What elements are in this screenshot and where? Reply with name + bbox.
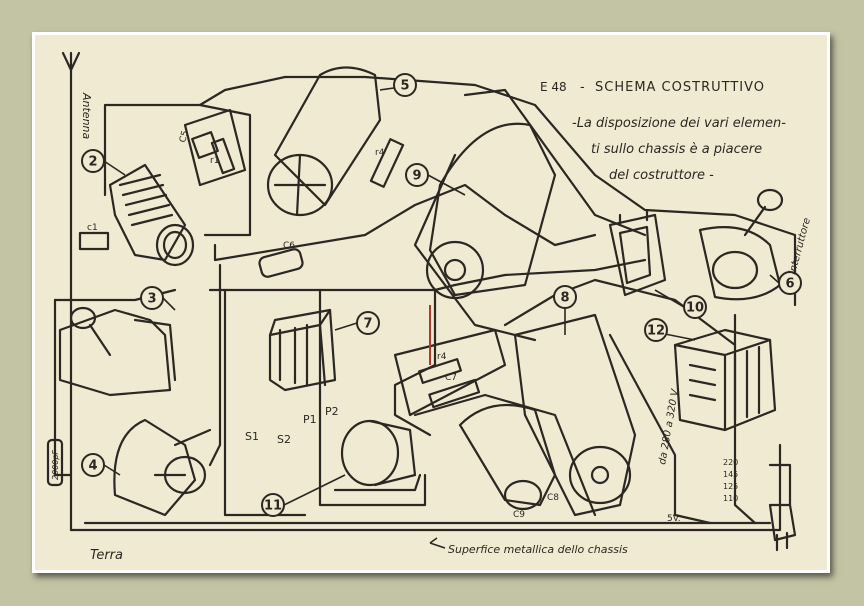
mains-plug bbox=[768, 503, 797, 552]
callout-circle-11 bbox=[261, 493, 285, 517]
callout-circle-6 bbox=[778, 271, 802, 295]
callout-leader-2 bbox=[103, 160, 126, 176]
upper-wire-c bbox=[213, 183, 597, 262]
tube-lower bbox=[458, 403, 557, 511]
callout-number-8: 8 bbox=[560, 291, 569, 306]
capacitor-c1 bbox=[78, 231, 110, 251]
callout-number-6: 6 bbox=[785, 277, 794, 292]
callout-leader-6 bbox=[769, 274, 780, 284]
mid-wire-b bbox=[318, 288, 427, 507]
left-loop bbox=[53, 298, 73, 477]
callout-number-10: 10 bbox=[686, 301, 704, 316]
lower-right-bus bbox=[608, 333, 712, 525]
label-c7: C7 bbox=[445, 373, 457, 383]
label-c8: C8 bbox=[547, 493, 559, 503]
power-transformer-12 bbox=[673, 328, 777, 432]
callout-number-2: 2 bbox=[88, 155, 97, 170]
tube-9 bbox=[425, 122, 557, 300]
capacitor-2000pf bbox=[46, 438, 64, 487]
switch-6 bbox=[698, 188, 784, 301]
callout-circle-12 bbox=[644, 318, 668, 342]
callout-number-3: 3 bbox=[147, 292, 156, 307]
tuning-capacitor-4 bbox=[113, 418, 212, 517]
callout-number-7: 7 bbox=[363, 317, 372, 332]
choke-10 bbox=[608, 208, 667, 297]
label-s1: S1 bbox=[245, 430, 259, 443]
terra-label: Terra bbox=[90, 548, 123, 563]
capacitor-c8 bbox=[258, 248, 304, 278]
callout-leader-3 bbox=[162, 297, 176, 311]
label-c9: C9 bbox=[513, 510, 525, 520]
pf-label: 2000pF bbox=[51, 450, 60, 480]
tube-5 bbox=[266, 66, 382, 217]
callout-leader-9 bbox=[654, 289, 685, 308]
chassis-arrow bbox=[429, 537, 446, 549]
tube-8 bbox=[513, 313, 637, 517]
callout-circle-4 bbox=[81, 453, 105, 477]
callout-circle-9 bbox=[405, 163, 429, 187]
label-s2: S2 bbox=[277, 433, 291, 446]
upper-wire-a bbox=[103, 103, 252, 237]
callout-circle-8 bbox=[553, 285, 577, 309]
header-title: SCHEMA COSTRUTTIVO bbox=[595, 80, 765, 95]
output-transformer-7 bbox=[268, 308, 337, 392]
label-p1: P1 bbox=[303, 413, 317, 426]
callout-number-12: 12 bbox=[647, 324, 665, 339]
callout-number-9: 9 bbox=[412, 169, 421, 184]
label-tap-145: 145 bbox=[723, 470, 738, 479]
label-5v: 5V. bbox=[667, 514, 681, 524]
callout-circle-7 bbox=[356, 311, 380, 335]
callout-circle-10 bbox=[683, 295, 707, 319]
resistor-block-c7 bbox=[393, 328, 507, 417]
upper-wire-e bbox=[208, 263, 222, 467]
photo-frame: 2 3 4 5 6 7 8 9 10 11 12 E 48 - SCHEMA COSTRUTTIVO… bbox=[32, 32, 830, 573]
lower-mid-bus bbox=[413, 393, 597, 517]
label-r4: r4 bbox=[437, 352, 447, 362]
label-tap-125: 125 bbox=[723, 482, 738, 491]
note-line-3: del costruttore - bbox=[609, 168, 714, 183]
coil-2 bbox=[108, 163, 195, 267]
mid-wire-a bbox=[223, 288, 307, 517]
label-tap-220: 220 bbox=[723, 458, 738, 467]
label-tap-110: 110 bbox=[723, 494, 738, 503]
diag-bus-2 bbox=[413, 153, 537, 342]
chassis-surface-label: Superfice metallica dello chassis bbox=[448, 543, 628, 556]
header-code: E 48 bbox=[540, 80, 567, 94]
callout-number-11: 11 bbox=[264, 499, 282, 514]
label-c1: c1 bbox=[87, 223, 98, 233]
callout-number-5: 5 bbox=[400, 79, 409, 94]
callout-leader-4 bbox=[103, 464, 121, 476]
label-r1: r1 bbox=[210, 156, 219, 166]
note-line-1: -La disposizione dei vari elemen- bbox=[572, 116, 786, 131]
chassis-ground-line bbox=[69, 443, 782, 532]
label-r4-top: r4 bbox=[375, 148, 385, 158]
speaker-11 bbox=[333, 419, 422, 492]
voltage-label: da 280 a 320 V bbox=[657, 387, 681, 465]
schematic-plate: 2 3 4 5 6 7 8 9 10 11 12 E 48 - SCHEMA COSTRUTTIVO… bbox=[35, 35, 827, 570]
interruttore-label: Interruttore bbox=[787, 217, 813, 276]
callout-circle-3 bbox=[140, 286, 164, 310]
callout-leader-5 bbox=[427, 174, 466, 196]
note-line-2: ti sullo chassis è a piacere bbox=[591, 142, 762, 157]
callout-leader-10 bbox=[283, 474, 346, 506]
callout-circle-5 bbox=[393, 73, 417, 97]
callout-leader-7 bbox=[334, 322, 358, 331]
upper-wire-d bbox=[208, 258, 647, 292]
label-c5: C5 bbox=[178, 130, 191, 144]
diag-bus-1 bbox=[463, 88, 647, 237]
resistor-r4-top bbox=[369, 138, 405, 188]
antenna-label: Antenna bbox=[80, 92, 93, 140]
antenna-symbol bbox=[61, 51, 81, 72]
construction-diagram: 2 3 4 5 6 7 8 9 10 11 12 E 48 - SCHEMA COSTRUTTIVO… bbox=[46, 51, 813, 563]
mid-wire-c bbox=[393, 288, 437, 437]
label-p2: P2 bbox=[325, 405, 339, 418]
potentiometer-3 bbox=[58, 306, 177, 397]
callout-number-4: 4 bbox=[88, 459, 97, 474]
bottom-right-wire bbox=[768, 463, 792, 507]
capacitor-c5-block bbox=[183, 108, 247, 187]
callout-circle-2 bbox=[81, 149, 105, 173]
header-dash: - bbox=[580, 80, 585, 95]
label-c6: C6 bbox=[283, 241, 295, 251]
